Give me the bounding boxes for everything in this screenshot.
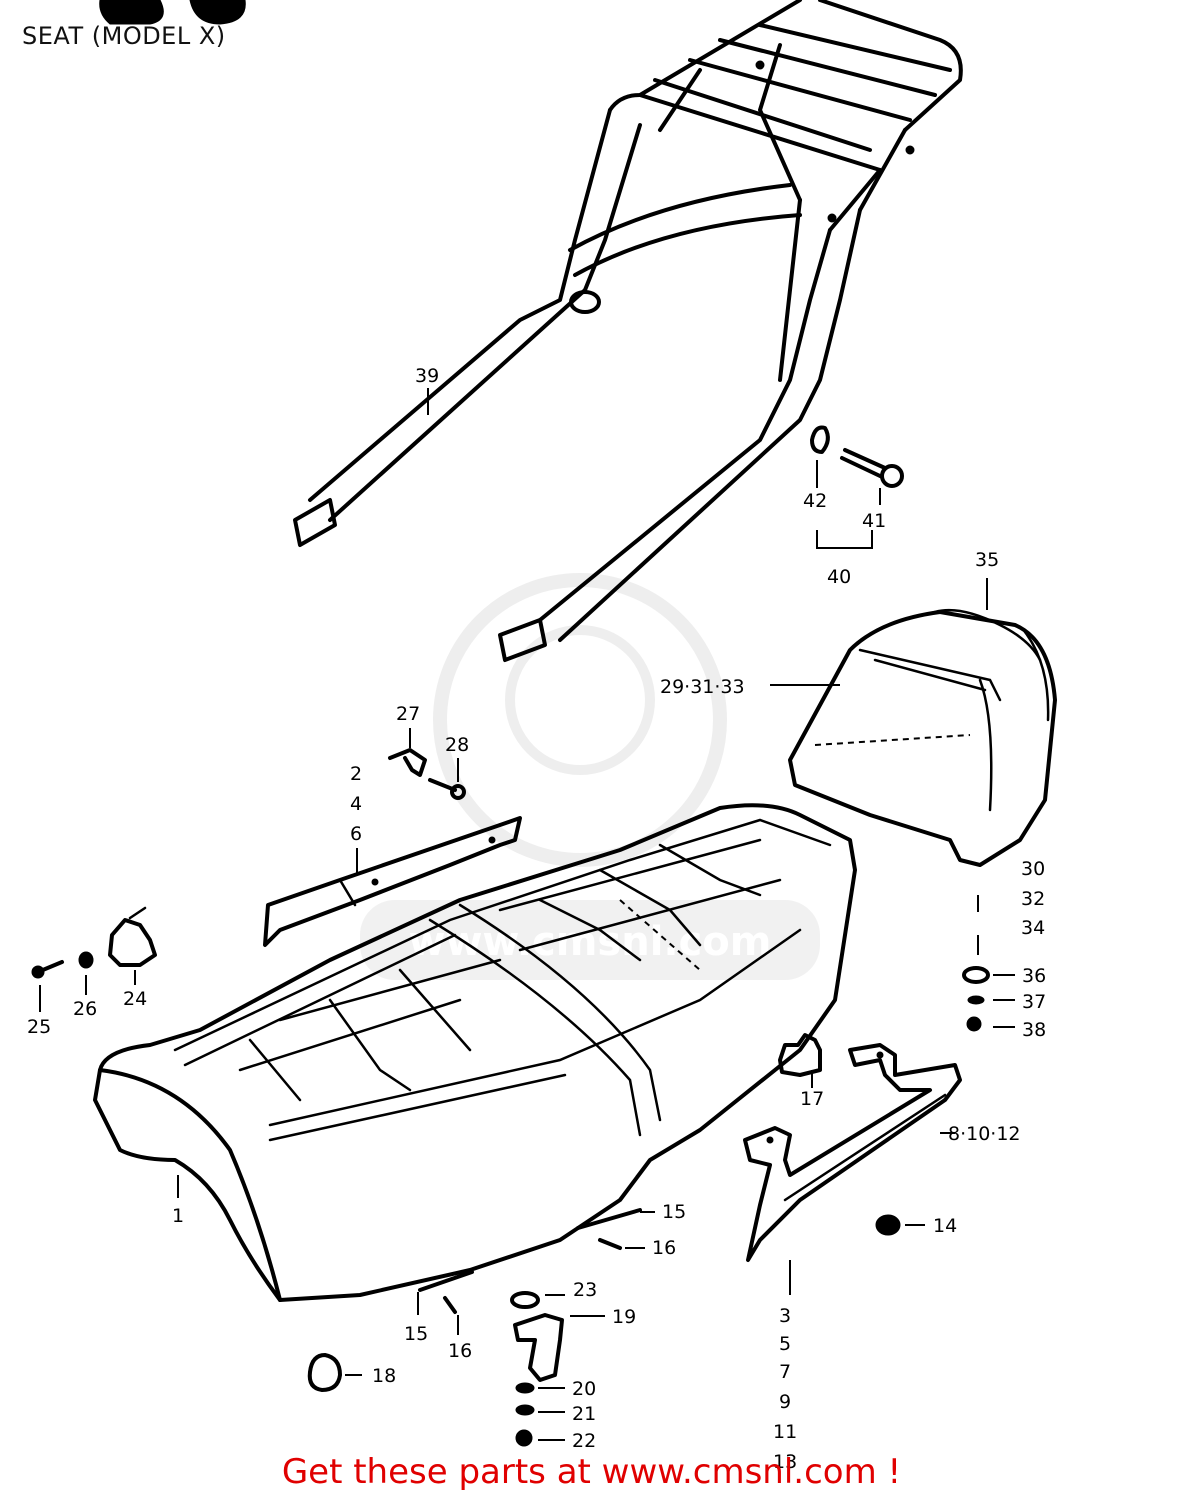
callout-19: 19 bbox=[612, 1306, 636, 1328]
callout-28: 28 bbox=[445, 734, 469, 756]
callout-27: 27 bbox=[396, 703, 420, 725]
callout-23: 23 bbox=[573, 1279, 597, 1301]
callout-36: 36 bbox=[1022, 965, 1046, 987]
callout-2: 2 bbox=[350, 763, 362, 785]
callout-17: 17 bbox=[800, 1088, 824, 1110]
callout-7: 7 bbox=[779, 1361, 791, 1383]
callout-16b: 16 bbox=[448, 1340, 472, 1362]
callout-15a: 15 bbox=[662, 1201, 686, 1223]
callout-38: 38 bbox=[1022, 1019, 1046, 1041]
washer-part-21[interactable] bbox=[515, 1404, 535, 1416]
callout-6: 6 bbox=[350, 823, 362, 845]
bolt-part-41[interactable] bbox=[840, 448, 904, 488]
callout-11: 11 bbox=[773, 1421, 797, 1443]
callout-3: 3 bbox=[779, 1305, 791, 1327]
callout-40: 40 bbox=[827, 566, 851, 588]
callout-35: 35 bbox=[975, 549, 999, 571]
tail-cover-part[interactable] bbox=[788, 608, 1057, 867]
callout-22: 22 bbox=[572, 1430, 596, 1452]
callout-37: 37 bbox=[1022, 991, 1046, 1013]
washer-part-23[interactable] bbox=[510, 1291, 540, 1309]
cushion-part-18[interactable] bbox=[307, 1353, 342, 1392]
callout-29-31-33: 29·31·33 bbox=[660, 676, 745, 698]
callout-4: 4 bbox=[350, 793, 362, 815]
callout-21: 21 bbox=[572, 1403, 596, 1425]
cushion-part-36[interactable] bbox=[962, 966, 990, 984]
rear-frame-part[interactable] bbox=[293, 0, 963, 662]
cushion-part-14[interactable] bbox=[875, 1214, 901, 1236]
seat-bracket-part[interactable] bbox=[743, 1043, 962, 1262]
seat-hinge-bracket-part[interactable] bbox=[263, 816, 522, 947]
nut-part-38[interactable] bbox=[966, 1016, 982, 1032]
callout-5: 5 bbox=[779, 1333, 791, 1355]
hinge-part-27[interactable] bbox=[388, 748, 427, 777]
callout-34: 34 bbox=[1021, 917, 1045, 939]
seat-assembly-part[interactable] bbox=[93, 803, 857, 1302]
callout-39: 39 bbox=[415, 365, 439, 387]
callout-8-10-12: 8·10·12 bbox=[948, 1123, 1021, 1145]
bolt-part-28[interactable] bbox=[428, 778, 466, 800]
watermark-text: www.cmsnl.com bbox=[409, 919, 772, 965]
seat-hook-part-19[interactable] bbox=[513, 1313, 564, 1382]
callout-20: 20 bbox=[572, 1378, 596, 1400]
page-title: SEAT (MODEL X) bbox=[22, 22, 226, 50]
callout-15b: 15 bbox=[404, 1323, 428, 1345]
callout-41: 41 bbox=[862, 510, 886, 532]
callout-25: 25 bbox=[27, 1016, 51, 1038]
callout-14: 14 bbox=[933, 1215, 957, 1237]
washer-part-20[interactable] bbox=[515, 1382, 535, 1394]
callout-42: 42 bbox=[803, 490, 827, 512]
callout-1: 1 bbox=[172, 1205, 184, 1227]
watermark-logo bbox=[360, 573, 820, 980]
callout-32: 32 bbox=[1021, 888, 1045, 910]
callout-26: 26 bbox=[73, 998, 97, 1020]
screw-part-16b[interactable] bbox=[443, 1296, 457, 1314]
seat-lock-part-24[interactable] bbox=[108, 906, 157, 967]
footer-parts-link[interactable]: Get these parts at www.cmsnl.com ! bbox=[281, 1452, 902, 1492]
callout-13: 13 bbox=[773, 1451, 797, 1473]
callout-9: 9 bbox=[779, 1391, 791, 1413]
callout-30: 30 bbox=[1021, 858, 1045, 880]
washer-part-26[interactable] bbox=[78, 951, 94, 969]
callout-24: 24 bbox=[123, 988, 147, 1010]
washer-part-42[interactable] bbox=[810, 425, 830, 454]
stopper-part-15a[interactable] bbox=[576, 1208, 642, 1230]
callout-16a: 16 bbox=[652, 1237, 676, 1259]
header-logo-fragment bbox=[99, 0, 246, 25]
bracket-part-17[interactable] bbox=[778, 1033, 822, 1077]
screw-part-25[interactable] bbox=[31, 960, 64, 979]
nut-part-22[interactable] bbox=[515, 1429, 533, 1447]
stopper-part-15b[interactable] bbox=[418, 1270, 474, 1292]
collar-part-37[interactable] bbox=[967, 995, 985, 1005]
screw-part-16a[interactable] bbox=[598, 1238, 622, 1250]
callout-18: 18 bbox=[372, 1365, 396, 1387]
